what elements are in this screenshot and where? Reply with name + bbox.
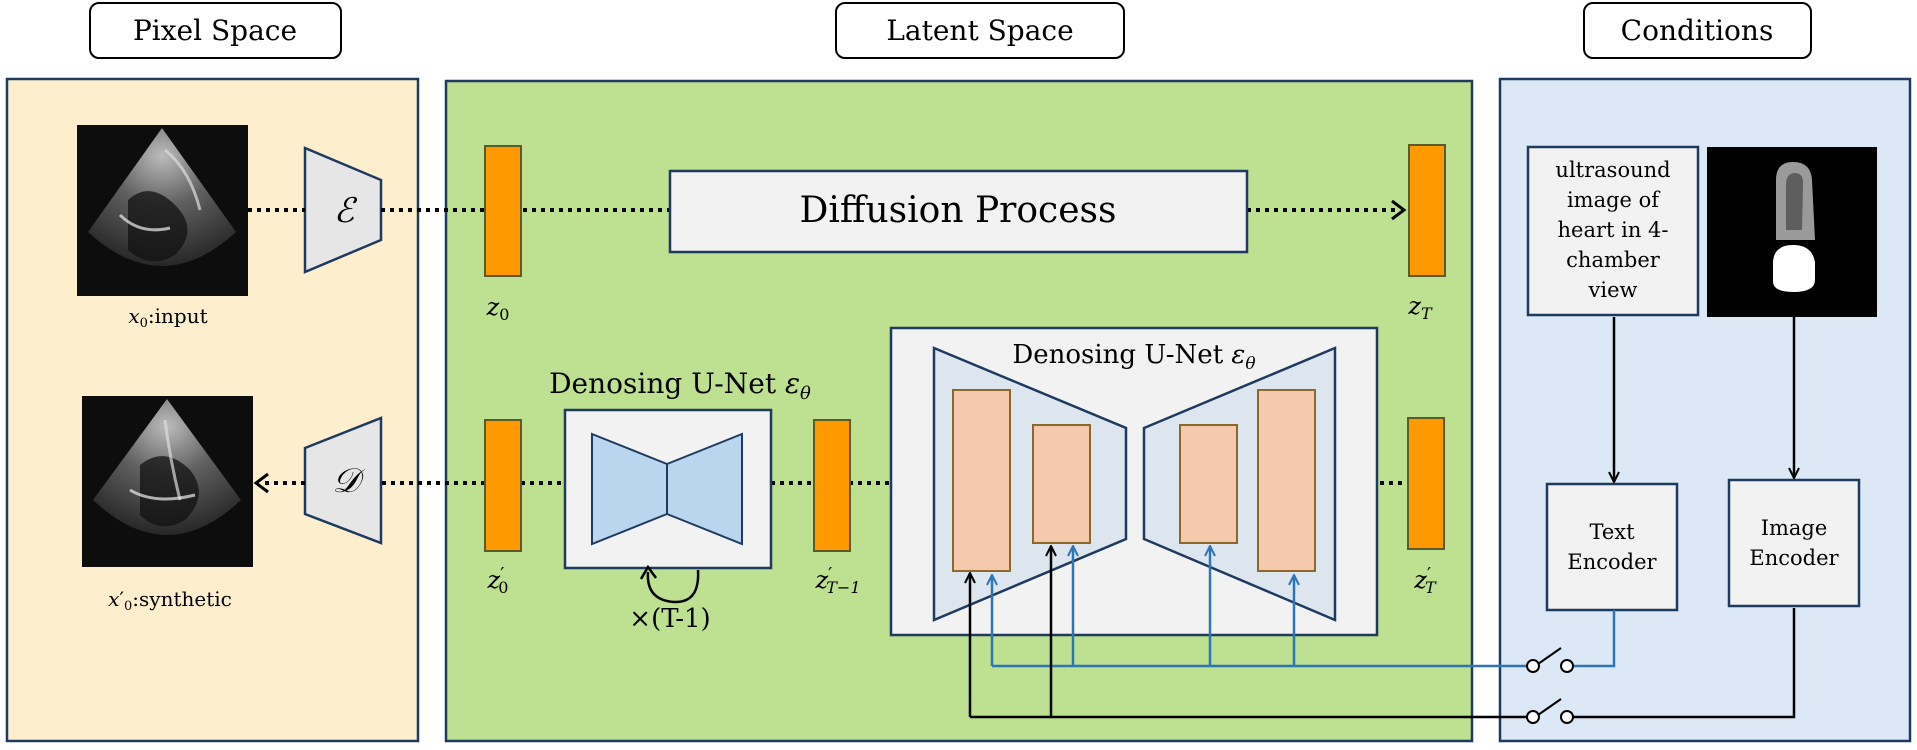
latent-z0-prime-block [484,419,522,552]
loop-arrowhead-icon [639,564,658,580]
latent-zT-prime-block [1407,417,1445,550]
header-latent-label: Latent Space [886,14,1073,47]
image-condition-switch [1526,698,1574,724]
text-prompt-line-2: image of [1567,188,1661,212]
diffusion-process-label: Diffusion Process [800,190,1117,231]
segmentation-mask-image [1707,147,1877,317]
large-unet-label: Denosing U-Net εθ [1012,340,1255,374]
unet-block-enc-1 [952,389,1011,572]
zT-1-prime-label: z′T−1 [814,564,860,597]
input-ultrasound-image [77,125,248,296]
zT-prime-label: z′T [1413,564,1437,597]
diffusion-process-box: Diffusion Process [668,169,1249,254]
image-conditioning-wire [970,546,1796,719]
text-prompt-box: ultrasound image of heart in 4- chamber … [1526,145,1700,317]
loop-arrow-icon [646,569,700,604]
header-pixel-label: Pixel Space [133,14,297,47]
z0-prime-label: z′0 [487,564,509,597]
encoder-symbol: ℰ [334,191,358,231]
text-prompt-line-1: ultrasound [1555,158,1670,182]
latent-z0-block [484,145,522,277]
text-prompt-line-4: chamber [1566,248,1661,272]
small-unet-box [563,408,773,570]
header-latent-space: Latent Space [835,2,1125,59]
header-pixel-space: Pixel Space [89,2,342,59]
text-prompt-line-5: view [1588,278,1638,302]
text-condition-switch [1526,647,1574,673]
encoder-block: ℰ [303,146,383,274]
image-encoder-box: Image Encoder [1727,478,1861,608]
loop-label: ×(T-1) [629,604,710,634]
small-unet-label: Denosing U-Net εθ [549,367,811,404]
text-conditioning-wire [992,546,1616,668]
header-conditions: Conditions [1583,2,1812,59]
unet-block-enc-2 [1032,424,1091,544]
synthetic-ultrasound-image [82,396,253,567]
header-conditions-label: Conditions [1621,14,1774,47]
text-encoder-line-2: Encoder [1567,550,1657,574]
image-encoder-line-1: Image [1761,516,1828,540]
unet-block-dec-1 [1257,389,1316,572]
image-encoder-line-2: Encoder [1749,546,1839,570]
latent-zT-block [1408,144,1446,277]
text-encoder-box: Text Encoder [1545,482,1679,612]
arrow-to-zT [1391,199,1407,221]
zT-label: zT [1407,292,1433,323]
unet-block-dec-2 [1179,424,1238,544]
synthetic-caption: x′0:synthetic [108,587,232,614]
text-prompt-line-3: heart in 4- [1558,218,1669,242]
arrow-to-decoded-image [253,472,269,494]
text-encoder-line-1: Text [1589,520,1635,544]
decoder-block: 𝒟 [303,416,383,545]
latent-zT-1-prime-block [813,419,851,552]
input-caption: x0:input [128,304,207,331]
z0-label: z0 [486,293,510,324]
